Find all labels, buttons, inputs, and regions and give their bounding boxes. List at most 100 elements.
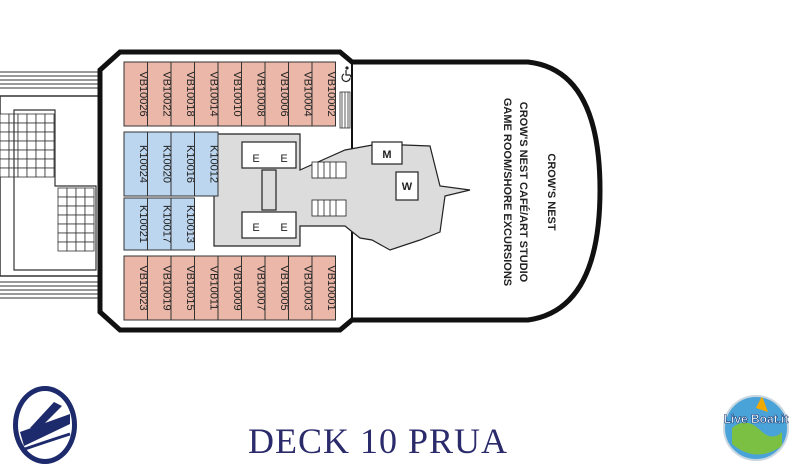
cabin-label: VB10019 bbox=[160, 265, 172, 310]
aft-grid-cell bbox=[57, 205, 68, 216]
aft-grid-cell bbox=[35, 167, 46, 178]
aft-grid-cell bbox=[57, 187, 68, 198]
cabin-label: K10012 bbox=[207, 145, 219, 183]
aft-grid-cell bbox=[66, 196, 77, 207]
cabin-label: VB10009 bbox=[231, 265, 243, 310]
aft-grid-cell bbox=[26, 131, 37, 142]
aft-grid-cell bbox=[17, 131, 28, 142]
aft-grid-cell bbox=[75, 241, 86, 252]
cabin-label: K10021 bbox=[137, 205, 149, 243]
aft-grid-cell bbox=[17, 122, 28, 133]
restroom-men-label: M bbox=[382, 149, 391, 161]
aft-grid-cell bbox=[44, 131, 55, 142]
aft-grid-cell bbox=[84, 241, 95, 252]
cabin-label: VB10002 bbox=[325, 71, 337, 116]
aft-grid-cell bbox=[66, 205, 77, 216]
aft-grid-cell bbox=[17, 113, 28, 124]
aft-grid-cell bbox=[84, 205, 95, 216]
cabin-label: K10017 bbox=[160, 205, 172, 243]
aft-grid-cell bbox=[26, 167, 37, 178]
aft-grid-cell bbox=[0, 113, 10, 124]
cabin-vb10001 bbox=[311, 255, 336, 321]
aft-grid-cell bbox=[35, 140, 46, 151]
cabin-label: VB10022 bbox=[160, 71, 172, 116]
aft-grid-cell bbox=[17, 140, 28, 151]
cabin-k10013 bbox=[170, 197, 195, 251]
aft-grid-cell bbox=[84, 214, 95, 225]
aft-grid-cell bbox=[75, 187, 86, 198]
aft-grid-cell bbox=[84, 232, 95, 243]
aft-grid-cell bbox=[75, 223, 86, 234]
aft-grid-cell bbox=[35, 158, 46, 169]
accessible-icon bbox=[341, 66, 353, 82]
cabin-label: VB10008 bbox=[254, 71, 266, 116]
aft-grid-cell bbox=[66, 214, 77, 225]
cruise-line-logo-icon bbox=[13, 386, 77, 464]
aft-grid-cell bbox=[57, 223, 68, 234]
venue-label-game-room: GAME ROOM/SHORE EXCURSIONS bbox=[501, 98, 513, 286]
aft-grid-cell bbox=[26, 149, 37, 160]
aft-grid-cell bbox=[75, 205, 86, 216]
aft-grid-cell bbox=[35, 131, 46, 142]
cabin-label: VB10023 bbox=[137, 265, 149, 310]
aft-grid-cell bbox=[75, 196, 86, 207]
aft-grid-cell bbox=[84, 187, 95, 198]
aft-grid-cell bbox=[84, 223, 95, 234]
aft-grid-cell bbox=[75, 232, 86, 243]
stairs bbox=[311, 161, 347, 217]
aft-grid-cell bbox=[44, 158, 55, 169]
aft-grid-cell bbox=[57, 196, 68, 207]
inside-cabin-upper: K10024 K10020 K10016 K10012 bbox=[123, 131, 219, 197]
cabin-label: VB10018 bbox=[184, 71, 196, 116]
elevator-bank bbox=[241, 141, 297, 239]
elevator-label: E bbox=[252, 153, 259, 165]
aft-grid-cell bbox=[0, 158, 10, 169]
aft-grid-cell bbox=[35, 149, 46, 160]
cabin-label: K10013 bbox=[184, 205, 196, 243]
aft-grid-cell bbox=[57, 232, 68, 243]
cabin-label: K10020 bbox=[160, 145, 172, 183]
aft-grid-cell bbox=[26, 140, 37, 151]
deck-title: DECK 10 PRUA bbox=[248, 421, 509, 461]
cabin-label: VB10001 bbox=[325, 265, 337, 310]
aft-grid-cell bbox=[75, 214, 86, 225]
service-stair bbox=[339, 91, 351, 129]
aft-grid-cell bbox=[17, 149, 28, 160]
venue-label-cafe: CROW'S NEST CAFÉ/ART STUDIO bbox=[517, 102, 530, 283]
aft-grid-cell bbox=[44, 149, 55, 160]
cabin-k10012 bbox=[194, 131, 219, 197]
cabin-vb10002 bbox=[311, 61, 336, 127]
liveboat-logo-text: Live Boat.it bbox=[724, 412, 789, 426]
restroom-women-label: W bbox=[402, 181, 413, 193]
aft-grid-cell bbox=[44, 122, 55, 133]
aft-grid-cell bbox=[0, 122, 10, 133]
aft-grid-cell bbox=[26, 122, 37, 133]
aft-grid-cell bbox=[66, 187, 77, 198]
cabin-label: K10024 bbox=[137, 145, 149, 183]
aft-grid-cell bbox=[17, 167, 28, 178]
cabin-label: VB10007 bbox=[254, 265, 266, 310]
aft-grid-cell bbox=[57, 241, 68, 252]
aft-grid-cell bbox=[35, 113, 46, 124]
aft-grid-cell bbox=[66, 223, 77, 234]
cabin-label: VB10005 bbox=[278, 265, 290, 310]
aft-grid-cell bbox=[44, 113, 55, 124]
aft-grid-cell bbox=[84, 196, 95, 207]
aft-grid-cell bbox=[66, 232, 77, 243]
aft-grid-cell bbox=[17, 158, 28, 169]
aft-deck-outline bbox=[13, 109, 97, 271]
aft-grid-cell bbox=[0, 131, 10, 142]
cabin-label: VB10003 bbox=[301, 265, 313, 310]
aft-grid-cell bbox=[57, 214, 68, 225]
aft-grid-cell bbox=[26, 113, 37, 124]
cabin-label: K10016 bbox=[184, 145, 196, 183]
aft-grid-cell bbox=[35, 122, 46, 133]
cabin-label: VB10026 bbox=[137, 71, 149, 116]
cabin-label: VB10011 bbox=[207, 266, 219, 310]
cabin-label: VB10006 bbox=[278, 71, 290, 116]
aft-grid-cell bbox=[0, 167, 10, 178]
elevator-label: E bbox=[280, 153, 287, 165]
